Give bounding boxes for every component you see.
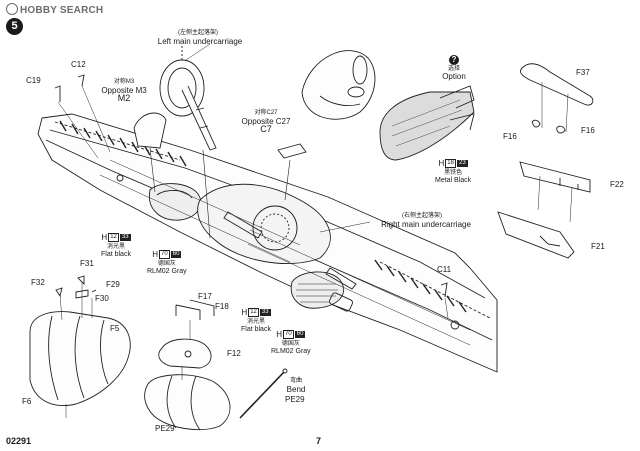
left-undercarriage-assembly (159, 46, 217, 239)
option-label-cn: 选择 (447, 66, 461, 72)
hobby-search-logo-icon (6, 3, 18, 15)
drop-tank-option (301, 50, 376, 120)
tank-pe29 (144, 366, 231, 431)
left-undercarriage-label: Left main undercarriage (157, 37, 243, 46)
small-parts-f31-f32-f29-f30 (55, 275, 97, 299)
watermark-text: HOBBY SEARCH (20, 5, 104, 16)
kit-code: 02291 (6, 436, 32, 446)
rack-f37 (519, 63, 594, 133)
bend-label-cn: 弯曲 (289, 378, 303, 384)
step-number-badge: 5 (6, 18, 23, 35)
opposite-c27-label: Opposite C27 (241, 117, 291, 126)
drop-tank-metal (379, 85, 475, 161)
part-m2-label: M2 (117, 93, 131, 103)
part-f17: F17 (198, 292, 212, 301)
part-f6: F6 (22, 397, 32, 406)
left-undercarriage-label-cn: (左侧主起落架) (178, 30, 218, 36)
option-label: Option (442, 72, 466, 81)
part-pe29-wire: PE29 (285, 395, 305, 404)
part-f31: F31 (80, 259, 94, 268)
bend-wire-pe29 (239, 368, 288, 419)
part-f30: F30 (95, 294, 109, 303)
part-c7-label: C7 (260, 124, 272, 134)
part-f16-left (531, 119, 541, 128)
rack-f22 (519, 161, 591, 223)
landing-gear-bracket-f17 (175, 299, 215, 344)
part-pe29-left: PE29 (155, 424, 175, 433)
part-f16-left: F16 (503, 132, 517, 141)
fuel-tank-f5 (29, 282, 131, 418)
rack-f21 (497, 211, 575, 259)
part-c7 (277, 143, 307, 201)
part-f18: F18 (215, 302, 229, 311)
gear-door-m2 (133, 112, 167, 193)
part-c11: C11 (437, 265, 452, 274)
option-icon: ? (449, 55, 459, 65)
parts-c19-c12 (54, 74, 111, 159)
part-c19: C19 (26, 76, 41, 85)
page-number: 7 (316, 436, 322, 446)
part-f12: F12 (227, 349, 241, 358)
hobby-search-watermark: HOBBY SEARCH (6, 3, 103, 16)
bend-label: Bend (286, 385, 306, 394)
opposite-m3-cn: 对称M3 (113, 79, 135, 85)
part-f37: F37 (576, 68, 590, 77)
part-c12: C12 (71, 60, 86, 69)
opposite-c27-cn: 对称C27 (254, 110, 278, 116)
part-c11 (440, 282, 448, 298)
part-f22: F22 (610, 180, 624, 189)
panel-f12 (158, 338, 212, 369)
part-f16-right: F16 (581, 126, 595, 135)
part-f16-right (556, 125, 566, 134)
right-undercarriage-label-cn: (右侧主起落架) (402, 213, 442, 219)
part-f21: F21 (591, 242, 605, 251)
main-wing (37, 113, 498, 373)
part-f32: F32 (31, 278, 45, 287)
opposite-m3-label: Opposite M3 (101, 86, 147, 95)
part-f5: F5 (110, 324, 120, 333)
part-f29: F29 (106, 280, 120, 289)
right-undercarriage-label: Right main undercarriage (381, 220, 471, 229)
